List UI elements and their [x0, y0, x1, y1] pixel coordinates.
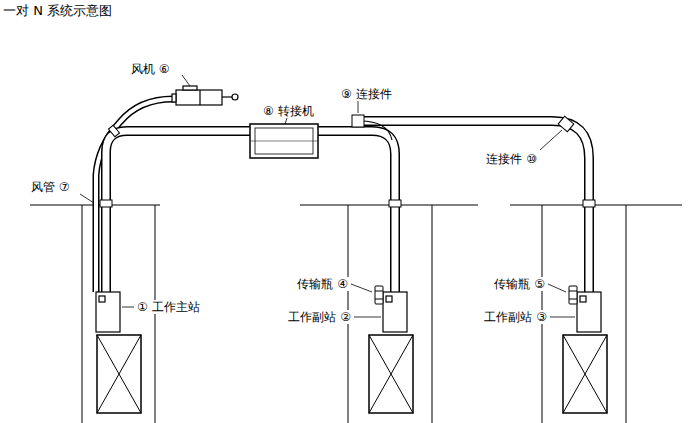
pedestals: [97, 335, 607, 413]
callout-label: 工作副站 ③: [483, 310, 548, 324]
callout-label: 传输瓶 ⑤: [493, 277, 546, 291]
callout-label: ⑨ 连接件: [340, 87, 393, 101]
leader-lines: [80, 75, 575, 317]
pipe-joints: [100, 125, 595, 207]
adapter-box: [250, 124, 318, 158]
callout-label: 风机 ⑥: [130, 62, 171, 76]
stations: [96, 292, 601, 332]
callout-label: ⑧ 转接机: [262, 104, 315, 118]
callout-label: 传输瓶 ④: [296, 277, 349, 291]
shaft-walls: [82, 205, 626, 423]
fan: [172, 86, 238, 105]
callout-label: 风管 ⑦: [30, 180, 71, 194]
bottles: [375, 286, 577, 304]
diagram-title: 一对 N 系统示意图: [3, 3, 112, 19]
callout-label: 连接件 ⑩: [485, 152, 538, 166]
callout-label: ① 工作主站: [136, 300, 201, 314]
callout-label: 工作副站 ②: [287, 310, 352, 324]
connector-9: [352, 115, 364, 127]
pipes: [106, 121, 589, 292]
connector-10: [558, 116, 574, 131]
